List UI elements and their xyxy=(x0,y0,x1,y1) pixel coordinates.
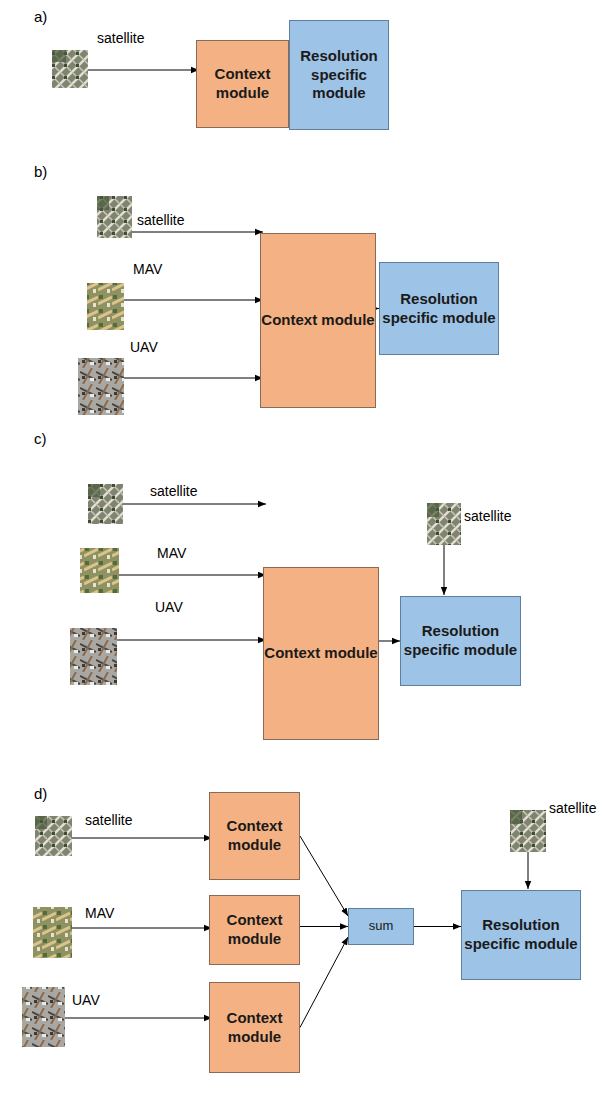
mav-thumbnail xyxy=(80,548,119,593)
input-arrow xyxy=(444,545,445,595)
input-arrow xyxy=(119,575,266,576)
node-text: Context module xyxy=(210,911,299,949)
context-module: Context module xyxy=(209,895,300,965)
mav-thumbnail xyxy=(33,907,72,958)
context-module: Context module xyxy=(196,40,289,128)
connector-arrow xyxy=(414,926,461,927)
input-label: satellite xyxy=(150,483,197,500)
input-label: satellite xyxy=(137,212,184,229)
panel-letter: a) xyxy=(34,8,47,26)
connector-arrow xyxy=(300,937,348,1028)
node-text: Resolution specific module xyxy=(290,47,388,103)
input-arrow xyxy=(72,838,212,839)
satellite-thumbnail xyxy=(510,810,546,852)
input-label: MAV xyxy=(85,905,114,922)
uav-thumbnail xyxy=(22,987,65,1047)
input-arrow xyxy=(88,70,199,71)
context-module: Context module xyxy=(260,233,376,408)
panel-letter: d) xyxy=(34,785,47,803)
node-text: Context module xyxy=(210,1009,299,1047)
input-arrow xyxy=(124,300,263,301)
input-arrow xyxy=(72,928,212,929)
connector-arrow xyxy=(300,836,348,916)
satellite-thumbnail xyxy=(52,50,88,88)
resolution-module: Resolution specific module xyxy=(400,596,521,686)
satellite-thumbnail xyxy=(97,196,132,238)
satellite-thumbnail xyxy=(427,503,461,545)
input-arrow xyxy=(124,378,263,379)
satellite-thumbnail xyxy=(88,484,123,524)
input-label: satellite xyxy=(85,812,132,829)
input-arrow xyxy=(123,504,266,505)
context-module: Context module xyxy=(209,792,300,880)
input-label: MAV xyxy=(157,545,186,562)
resolution-module: Resolution specific module xyxy=(289,20,389,130)
node-text: Context module xyxy=(264,644,377,663)
input-arrow xyxy=(65,1018,212,1019)
uav-thumbnail xyxy=(70,628,117,685)
node-text: Resolution specific module xyxy=(462,916,580,954)
sum-box: sum xyxy=(348,908,414,945)
connector-arrow xyxy=(300,926,348,927)
input-arrow xyxy=(117,640,266,641)
node-text: Context module xyxy=(261,311,374,330)
node-text: Context module xyxy=(197,65,288,103)
panel-letter: c) xyxy=(34,430,47,448)
node-text: Context module xyxy=(210,817,299,855)
input-label: satellite xyxy=(97,30,144,47)
input-label: satellite xyxy=(549,800,596,817)
uav-thumbnail xyxy=(78,358,124,415)
panel-letter: b) xyxy=(34,163,47,181)
satellite-thumbnail xyxy=(35,816,72,856)
input-arrow xyxy=(132,232,263,233)
resolution-module: Resolution specific module xyxy=(379,262,499,355)
input-label: MAV xyxy=(133,261,162,278)
node-text: Resolution specific module xyxy=(380,290,498,328)
context-module: Context module xyxy=(209,982,300,1073)
connector-arrow xyxy=(379,641,400,642)
input-label: UAV xyxy=(155,599,183,616)
node-text: sum xyxy=(369,918,394,934)
context-module: Context module xyxy=(263,567,379,740)
input-label: UAV xyxy=(72,992,100,1009)
mav-thumbnail xyxy=(87,283,124,330)
input-label: UAV xyxy=(130,339,158,356)
input-label: satellite xyxy=(464,508,511,525)
node-text: Resolution specific module xyxy=(401,622,520,660)
resolution-module: Resolution specific module xyxy=(461,890,581,980)
input-arrow xyxy=(528,852,529,889)
